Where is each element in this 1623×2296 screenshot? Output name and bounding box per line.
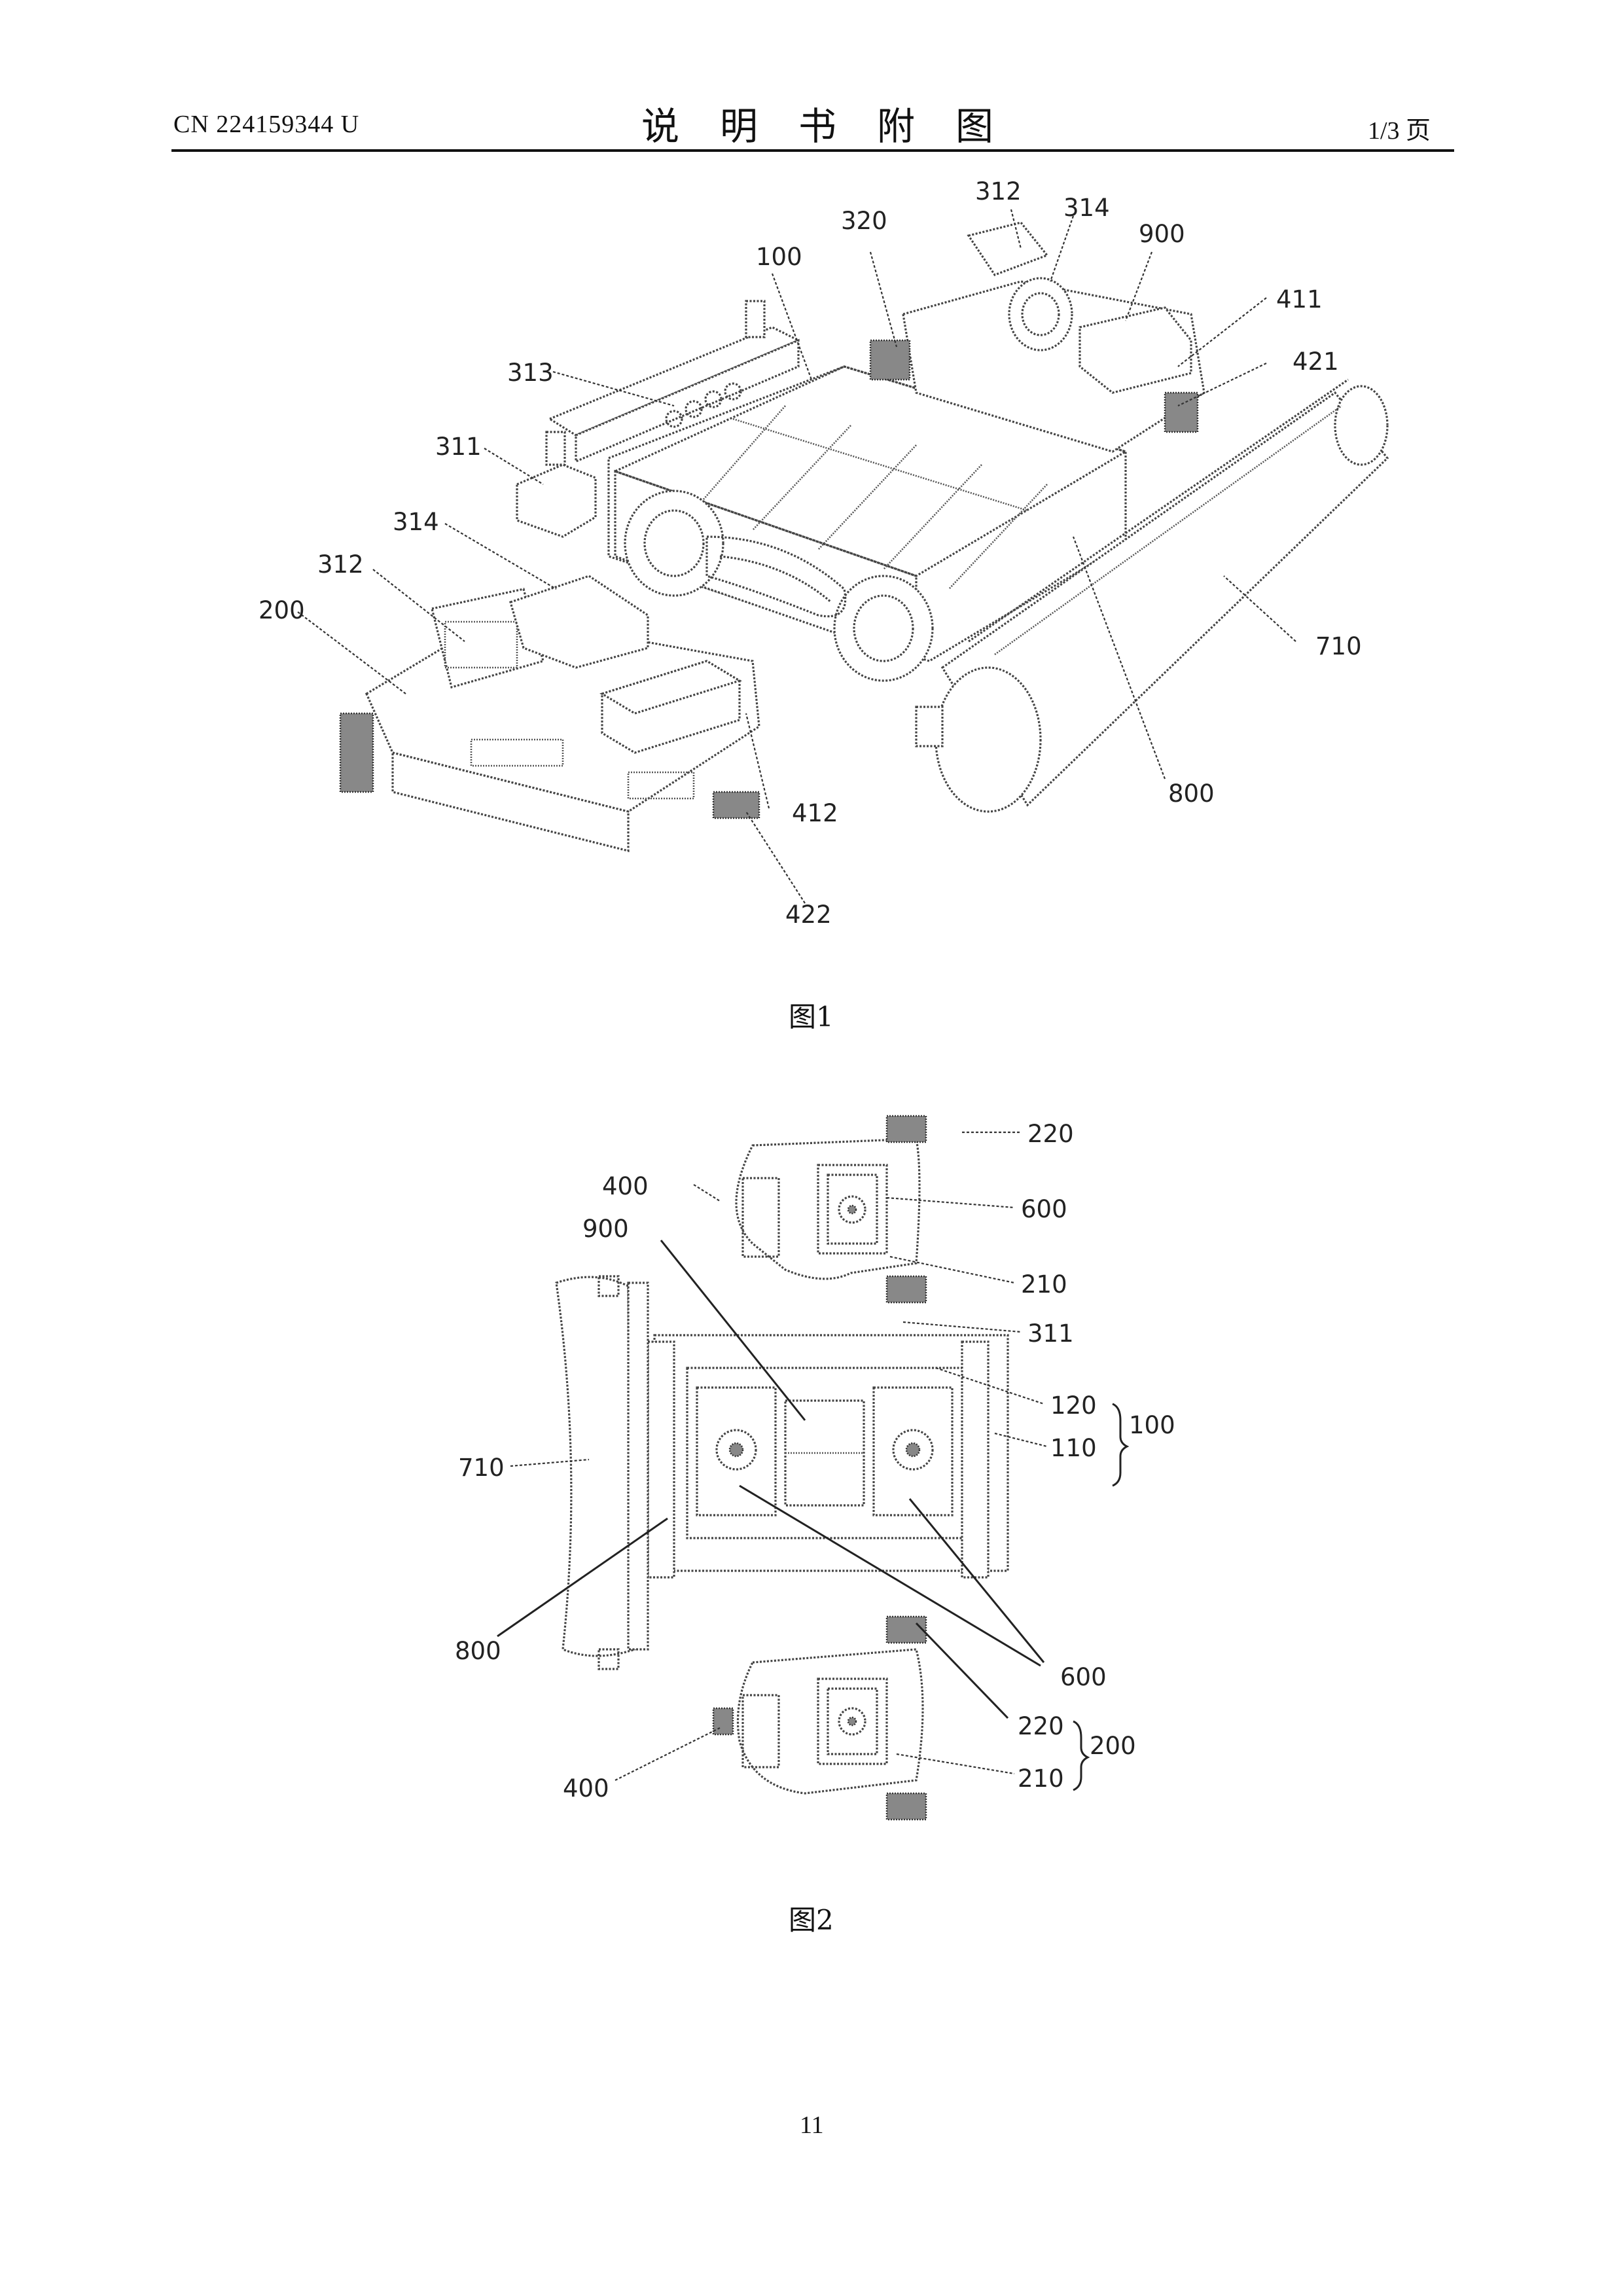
label-210: 210 xyxy=(1021,1270,1067,1299)
label-312b: 312 xyxy=(317,550,364,579)
label-710: 710 xyxy=(458,1454,505,1482)
bracket-200 xyxy=(1073,1721,1088,1790)
header-rule xyxy=(171,149,1454,152)
page-title: 说明书附图 xyxy=(641,96,1034,151)
label-800: 800 xyxy=(1168,780,1215,808)
label-600b: 600 xyxy=(1060,1663,1107,1691)
figure-2-drawing: 220 400 600 900 210 311 120 100 110 710 … xyxy=(0,1073,1623,1846)
page-fraction: 1/3 页 xyxy=(1368,110,1431,146)
label-320: 320 xyxy=(841,207,887,235)
label-200: 200 xyxy=(1090,1732,1136,1760)
label-400b: 400 xyxy=(563,1774,609,1803)
bracket-100 xyxy=(1113,1404,1127,1486)
label-422: 422 xyxy=(785,901,832,929)
label-800: 800 xyxy=(455,1637,501,1665)
label-100: 100 xyxy=(756,243,802,271)
label-312: 312 xyxy=(975,177,1022,206)
label-110: 110 xyxy=(1050,1434,1097,1462)
label-900: 900 xyxy=(582,1215,629,1243)
label-411: 411 xyxy=(1276,285,1323,314)
label-400: 400 xyxy=(602,1172,649,1200)
label-311: 311 xyxy=(1027,1319,1074,1348)
upper-wheel-module xyxy=(736,1116,926,1302)
roller-top xyxy=(556,1276,648,1669)
figure-1-drawing: 312 314 320 100 900 411 421 313 311 314 … xyxy=(0,164,1623,1014)
label-900: 900 xyxy=(1139,220,1185,248)
figure-1-caption: 图1 xyxy=(789,995,834,1035)
label-120: 120 xyxy=(1050,1391,1097,1420)
label-210b: 210 xyxy=(1018,1765,1064,1793)
label-600: 600 xyxy=(1021,1195,1067,1223)
lower-wheel-module xyxy=(713,1617,926,1820)
label-710: 710 xyxy=(1315,632,1362,660)
main-body-top xyxy=(648,1335,1008,1577)
figure-1: 312 314 320 100 900 411 421 313 311 314 … xyxy=(0,164,1623,1014)
left-wheel-module xyxy=(340,576,759,851)
figure-2-caption: 图2 xyxy=(789,1898,834,1938)
label-412: 412 xyxy=(792,799,838,827)
document-number: CN 224159344 U xyxy=(173,110,359,139)
page-number: 11 xyxy=(800,2111,824,2140)
label-220: 220 xyxy=(1027,1120,1074,1148)
label-311: 311 xyxy=(435,433,482,461)
label-100: 100 xyxy=(1129,1411,1175,1439)
label-314b: 314 xyxy=(393,508,439,536)
label-200: 200 xyxy=(259,596,305,624)
label-313: 313 xyxy=(507,359,554,387)
label-421: 421 xyxy=(1293,348,1339,376)
figure-2: 220 400 600 900 210 311 120 100 110 710 … xyxy=(0,1073,1623,1846)
label-314: 314 xyxy=(1063,194,1110,222)
label-220b: 220 xyxy=(1018,1712,1064,1740)
